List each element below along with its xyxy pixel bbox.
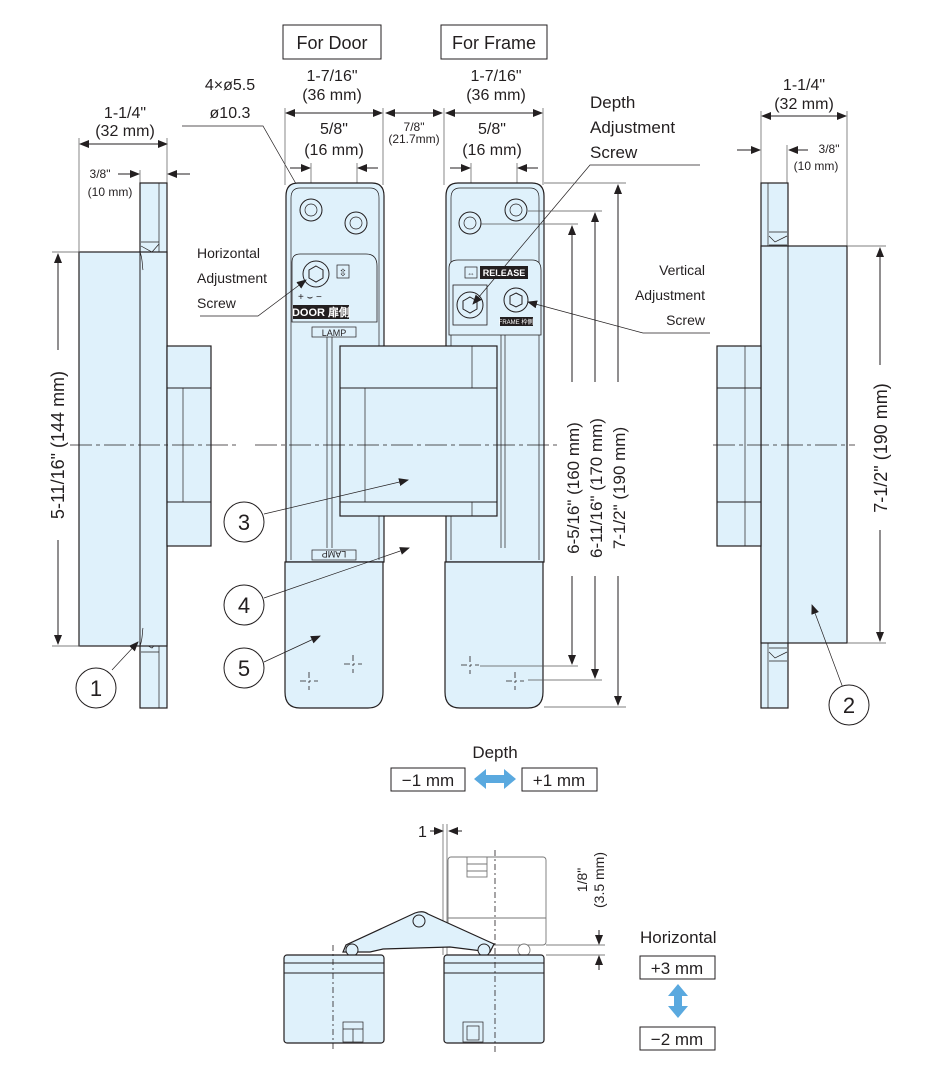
vertical-screw-label-1: Vertical	[659, 262, 705, 278]
depth-minus-value: −1 mm	[402, 771, 454, 790]
gap-in: 7/8"	[404, 120, 425, 134]
depth-screw-label-3: Screw	[590, 143, 638, 162]
depth-adjustment: Depth −1 mm +1 mm	[390, 743, 598, 792]
right-width-mm: (32 mm)	[774, 96, 834, 113]
left-offset-mm: (10 mm)	[88, 185, 133, 199]
horizontal-screw-label-1: Horizontal	[197, 245, 260, 261]
frame-pitch-mm: (16 mm)	[462, 142, 522, 159]
double-arrow-horizontal-icon	[474, 769, 516, 789]
horizontal-screw-label-2: Adjustment	[197, 270, 267, 286]
horizontal-plus-value: +3 mm	[651, 959, 703, 978]
center-knuckle: 3 4 5	[223, 345, 560, 689]
vertical-screw-label-3: Screw	[666, 312, 706, 328]
part-1-marker	[75, 667, 117, 709]
release-marking: RELEASE	[483, 268, 526, 278]
offset-mm: (3.5 mm)	[591, 852, 607, 908]
lamp-marking-top: LAMP	[322, 328, 347, 338]
horizontal-label: Horizontal	[640, 928, 717, 947]
part-3-marker	[223, 501, 265, 543]
lamp-marking-bottom: LAMP	[322, 549, 347, 559]
svg-text:⇳: ⇳	[339, 268, 347, 279]
part-4-marker	[223, 584, 265, 626]
svg-text:5: 5	[238, 656, 250, 681]
door-marking: DOOR 扉側	[292, 305, 350, 319]
left-width-in: 1-1/4"	[104, 105, 146, 122]
for-frame-label: For Frame	[440, 24, 548, 60]
frame-width-mm: (36 mm)	[466, 87, 526, 104]
right-height-dim: 7-1/2" (190 mm)	[871, 383, 891, 512]
depth-screw-label-2: Adjustment	[590, 118, 675, 137]
right-side-view: 1-1/4" (32 mm) 3/8" (10 mm) 7-1/2" (190 …	[713, 77, 891, 726]
door-width-mm: (36 mm)	[302, 87, 362, 104]
door-width-in: 1-7/16"	[306, 68, 357, 85]
svg-text:2: 2	[843, 693, 855, 718]
horizontal-minus-value: −2 mm	[651, 1030, 703, 1049]
right-offset-in: 3/8"	[819, 142, 840, 156]
height-190-dim: 7-1/2" (190 mm)	[610, 427, 629, 549]
vertical-screw-label-2: Adjustment	[635, 287, 705, 303]
right-offset-mm: (10 mm)	[794, 159, 839, 173]
svg-text:3: 3	[238, 510, 250, 535]
part-5-marker	[223, 647, 265, 689]
door-pitch-mm: (16 mm)	[304, 142, 364, 159]
for-door-label: For Door	[282, 24, 382, 60]
door-pitch-in: 5/8"	[320, 121, 348, 138]
depth-label: Depth	[472, 743, 517, 762]
frame-width-in: 1-7/16"	[470, 68, 521, 85]
right-width-in: 1-1/4"	[783, 77, 825, 94]
part-2-marker	[828, 684, 870, 726]
svg-text:1: 1	[90, 676, 102, 701]
svg-text:⇔: ⇔	[467, 269, 475, 278]
holes-cbore: ø10.3	[210, 105, 251, 122]
frame-marking: FRAME 枠側	[499, 318, 534, 326]
double-arrow-vertical-icon	[668, 984, 688, 1018]
svg-text:4: 4	[238, 593, 250, 618]
left-width-mm: (32 mm)	[95, 123, 155, 140]
horizontal-screw-label-3: Screw	[197, 295, 237, 311]
for-door-text: For Door	[296, 33, 367, 53]
frame-pitch-in: 5/8"	[478, 121, 506, 138]
left-side-view: 1-1/4" (32 mm) 3/8" (10 mm) 5-11/16" (14…	[48, 105, 240, 709]
svg-text:+ ⌣ −: + ⌣ −	[298, 292, 322, 303]
for-frame-text: For Frame	[452, 33, 536, 53]
depth-plus-value: +1 mm	[533, 771, 585, 790]
offset-in: 1/8"	[574, 868, 590, 892]
depth-screw-label-1: Depth	[590, 93, 635, 112]
height-170-dim: 6-11/16" (170 mm)	[587, 418, 606, 558]
holes-count: 4×ø5.5	[205, 77, 255, 94]
height-160-dim: 6-5/16" (160 mm)	[564, 422, 583, 554]
top-view-section: 1 1/8" (3.5 mm)	[283, 824, 607, 1052]
left-offset-in: 3/8"	[90, 167, 111, 181]
horizontal-adjustment: Horizontal +3 mm −2 mm	[639, 928, 717, 1051]
left-height-dim: 5-11/16" (144 mm)	[48, 371, 68, 519]
gap-1-dim: 1	[418, 824, 427, 841]
gap-mm: (21.7mm)	[388, 132, 439, 146]
